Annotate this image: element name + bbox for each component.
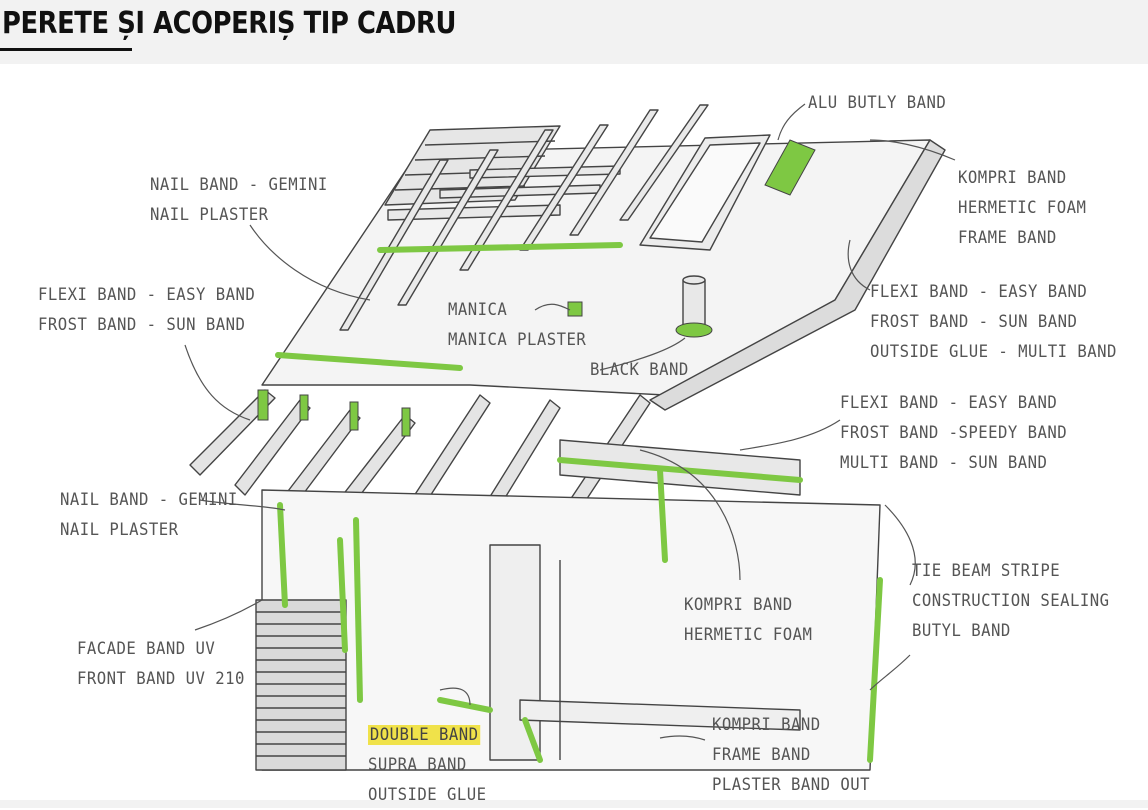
highlight-marker: DOUBLE BAND bbox=[368, 725, 481, 745]
label-nail-band-left: NAIL BAND - GEMINI NAIL PLASTER bbox=[60, 485, 238, 545]
label-line: BLACK BAND bbox=[590, 360, 689, 380]
insulation-edge bbox=[649, 139, 946, 411]
label-line: NAIL BAND - GEMINI bbox=[150, 175, 328, 195]
label-black-band: BLACK BAND bbox=[590, 355, 689, 385]
label-line: MANICA bbox=[448, 300, 508, 320]
label-line: BUTYL BAND bbox=[912, 621, 1011, 641]
label-line: NAIL PLASTER bbox=[60, 520, 179, 540]
header-bar bbox=[0, 0, 1148, 64]
window-frame bbox=[489, 544, 801, 761]
label-line: MULTI BAND - SUN BAND bbox=[840, 453, 1048, 473]
label-line: TIE BEAM STRIPE bbox=[912, 561, 1061, 581]
label-line: NAIL BAND - GEMINI bbox=[60, 490, 238, 510]
label-kompri-top: KOMPRI BAND HERMETIC FOAM FRAME BAND bbox=[958, 163, 1086, 253]
roof-structure bbox=[189, 104, 946, 771]
label-line: KOMPRI BAND bbox=[712, 715, 821, 735]
label-tie-beam: TIE BEAM STRIPE CONSTRUCTION SEALING BUT… bbox=[912, 556, 1110, 646]
label-line: ALU BUTLY BAND bbox=[808, 93, 947, 113]
green-bands bbox=[275, 242, 883, 763]
label-line: FACADE BAND UV bbox=[77, 639, 216, 659]
green-patches bbox=[257, 139, 816, 437]
label-line: FRAME BAND bbox=[712, 745, 811, 765]
label-line: FLEXI BAND - EASY BAND bbox=[870, 282, 1088, 302]
label-line: HERMETIC FOAM bbox=[684, 625, 813, 645]
label-alu-butly-band: ALU BUTLY BAND bbox=[808, 88, 946, 118]
label-line-highlighted: DOUBLE BAND bbox=[368, 720, 487, 750]
leader-arrows bbox=[184, 103, 956, 741]
label-flexi-right-lower: FLEXI BAND - EASY BAND FROST BAND -SPEED… bbox=[840, 388, 1067, 478]
facade-slats bbox=[255, 599, 347, 771]
label-line: KOMPRI BAND bbox=[958, 168, 1067, 188]
label-line: CONSTRUCTION SEALING bbox=[912, 591, 1110, 611]
label-line: FRONT BAND UV 210 bbox=[77, 669, 245, 689]
label-line: HERMETIC FOAM bbox=[958, 198, 1087, 218]
label-line: OUTSIDE GLUE bbox=[368, 785, 487, 805]
title-underline bbox=[0, 48, 132, 51]
label-facade-band: FACADE BAND UV FRONT BAND UV 210 bbox=[77, 634, 245, 694]
label-line: MANICA PLASTER bbox=[448, 330, 587, 350]
label-line: NAIL PLASTER bbox=[150, 205, 269, 225]
label-line: KOMPRI BAND bbox=[684, 595, 793, 615]
label-kompri-mid: KOMPRI BAND HERMETIC FOAM bbox=[684, 590, 812, 650]
label-line: FROST BAND -SPEEDY BAND bbox=[840, 423, 1068, 443]
label-kompri-bottom: KOMPRI BAND FRAME BAND PLASTER BAND OUT bbox=[712, 710, 870, 800]
label-flexi-left: FLEXI BAND - EASY BAND FROST BAND - SUN … bbox=[38, 280, 255, 340]
label-manica: MANICA MANICA PLASTER bbox=[448, 295, 586, 355]
label-line: PLASTER BAND OUT bbox=[712, 775, 871, 795]
battens bbox=[339, 104, 709, 331]
label-double-band: DOUBLE BAND SUPRA BAND OUTSIDE GLUE bbox=[368, 720, 487, 810]
skylight-window bbox=[639, 134, 771, 251]
page-title: PERETE ȘI ACOPERIȘ TIP CADRU bbox=[2, 6, 456, 41]
label-nail-band-top: NAIL BAND - GEMINI NAIL PLASTER bbox=[150, 170, 328, 230]
label-line: FRAME BAND bbox=[958, 228, 1057, 248]
label-line: FLEXI BAND - EASY BAND bbox=[38, 285, 256, 305]
label-line: OUTSIDE GLUE - MULTI BAND bbox=[870, 342, 1117, 362]
label-flexi-right-upper: FLEXI BAND - EASY BAND FROST BAND - SUN … bbox=[870, 277, 1117, 367]
footer-bar bbox=[0, 800, 1148, 808]
label-line: FLEXI BAND - EASY BAND bbox=[840, 393, 1058, 413]
label-line: FROST BAND - SUN BAND bbox=[38, 315, 246, 335]
label-line: FROST BAND - SUN BAND bbox=[870, 312, 1078, 332]
roof-wall-diagram bbox=[184, 103, 956, 771]
label-line: SUPRA BAND bbox=[368, 755, 467, 775]
vent-pipe bbox=[682, 275, 706, 326]
